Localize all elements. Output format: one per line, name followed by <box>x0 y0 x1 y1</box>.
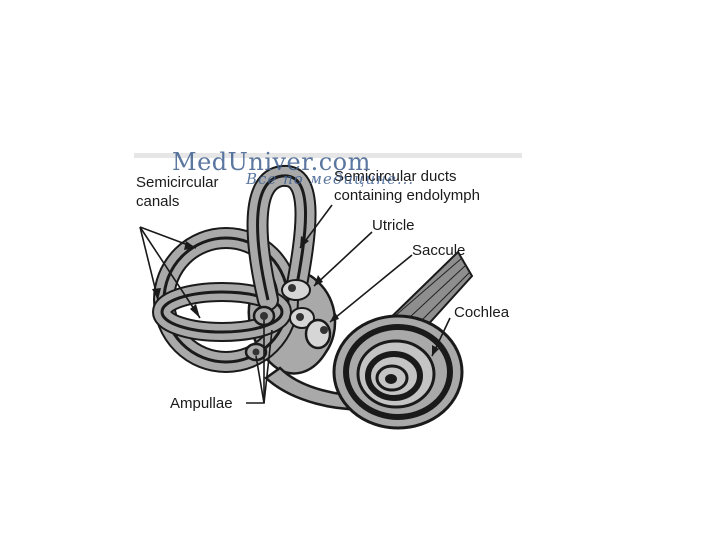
label-saccule: Saccule <box>412 242 466 259</box>
arrowheads <box>152 236 439 356</box>
figure-top-band <box>134 153 522 158</box>
ampullae-structures <box>244 305 276 362</box>
lateral-canal <box>152 282 292 342</box>
watermark-tagline: Все по медицине... <box>246 170 415 188</box>
leader-lines <box>139 204 451 404</box>
label-ducts-line2: containing endolymph <box>334 187 480 204</box>
label-utricle: Utricle <box>372 217 415 234</box>
label-cochlea: Cochlea <box>454 304 510 321</box>
cochlea-spiral <box>332 314 464 430</box>
label-ampullae: Ampullae <box>170 395 233 412</box>
watermark-site: MedUniver.com <box>172 148 371 176</box>
utricle-saccule <box>281 279 332 350</box>
label-semicircular-line2: canals <box>136 193 180 210</box>
label-ducts-line1: Semicircular ducts <box>334 168 457 185</box>
label-semicircular-line1: Semicircular <box>136 174 219 191</box>
